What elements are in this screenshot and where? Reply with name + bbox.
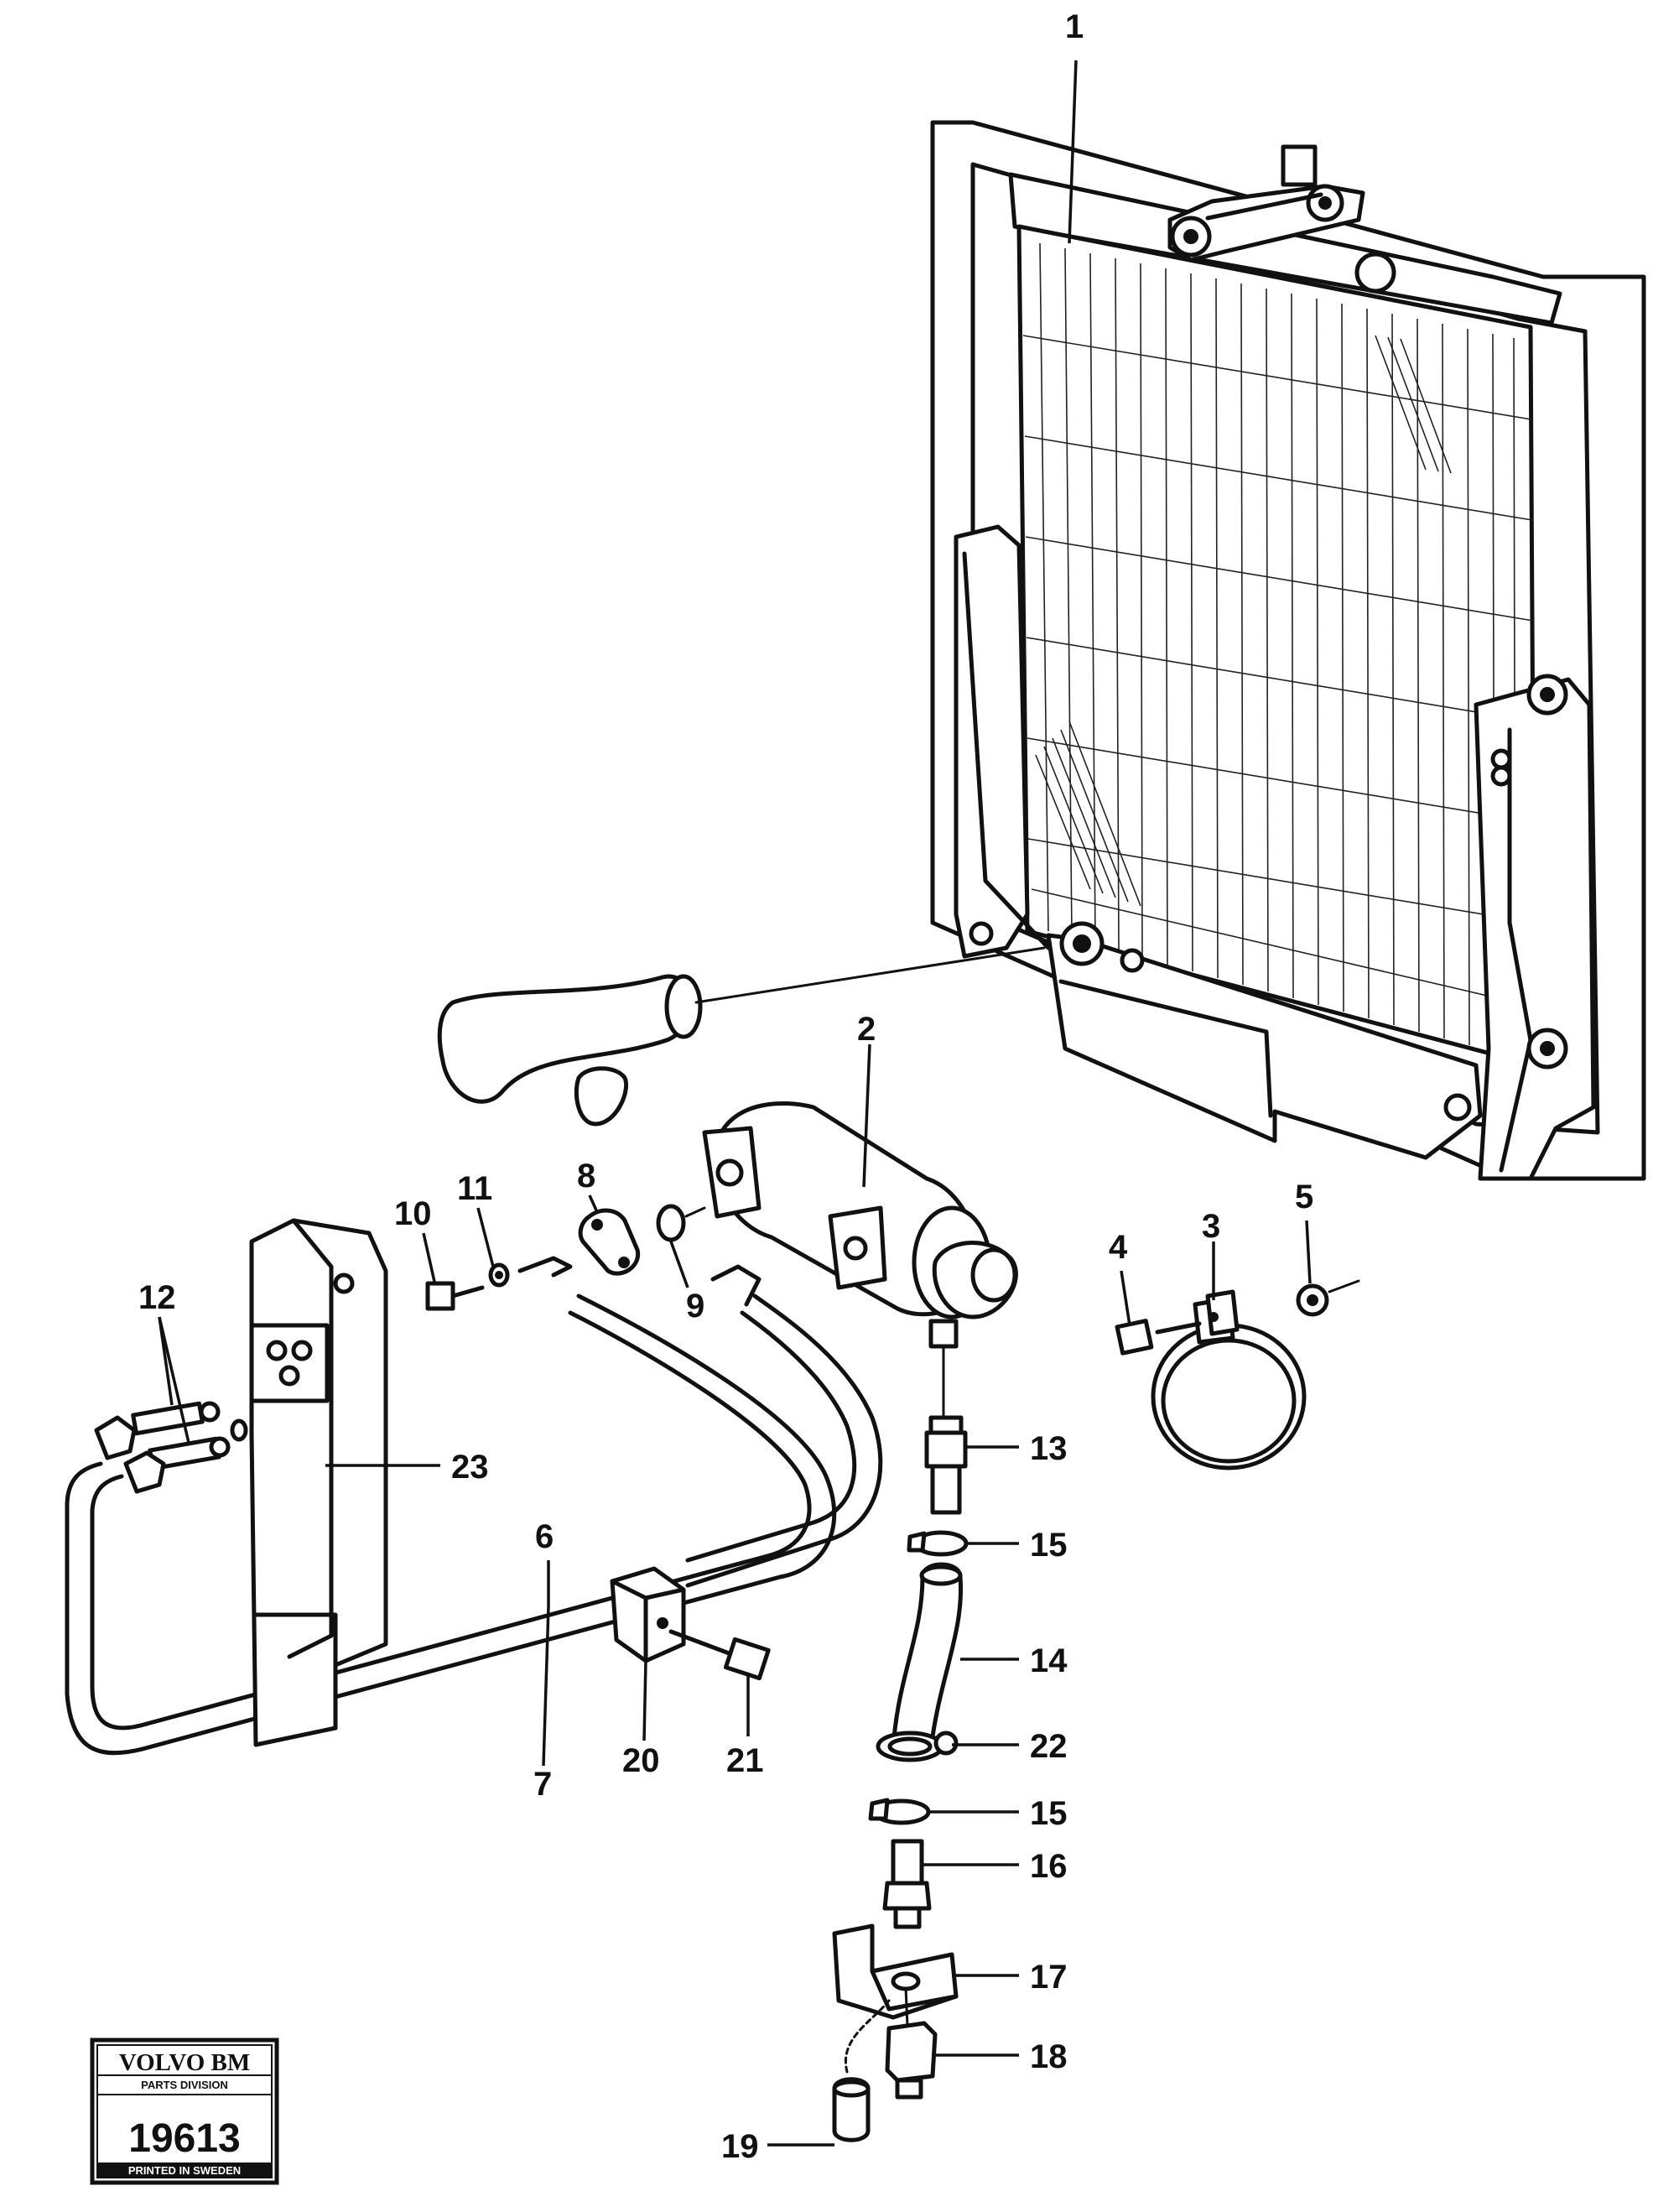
- callout-15-upper: 15: [1030, 1527, 1068, 1564]
- radiator-left-bracket: [954, 524, 1051, 959]
- hose-clip-15-upper: [907, 1530, 969, 1557]
- callout-23: 23: [451, 1449, 489, 1486]
- transmission-housing: [249, 1218, 388, 1747]
- callout-1: 1: [1065, 8, 1084, 45]
- callout-5: 5: [1295, 1179, 1313, 1215]
- leader-lines: [158, 60, 1312, 2147]
- radiator-assembly: [930, 120, 1646, 1181]
- volvo-bm-parts-plate: VOLVO BM PARTS DIVISION 19613 PRINTED IN…: [90, 2038, 279, 2185]
- plate-number: 19613: [128, 2116, 240, 2161]
- callout-8: 8: [577, 1158, 595, 1194]
- callout-17: 17: [1030, 1959, 1068, 1996]
- callout-labels: 1 2 3 4 5 6 7 8 9 10 11 12 13 14 15 15 1…: [138, 8, 1313, 2165]
- hose-nipples: [94, 1401, 248, 1494]
- pipe-clamp-block: [610, 1566, 686, 1663]
- oil-cooler: [702, 1101, 1018, 1419]
- washer-11: [488, 1262, 510, 1288]
- hose-clamp: [1115, 1279, 1360, 1470]
- callout-16: 16: [1030, 1848, 1068, 1885]
- callout-13: 13: [1030, 1430, 1068, 1467]
- callout-19: 19: [721, 2128, 759, 2165]
- radiator-bottom-tank: [1046, 921, 1483, 1160]
- callout-14: 14: [1030, 1642, 1068, 1679]
- plate-printed: PRINTED IN SWEDEN: [128, 2164, 241, 2177]
- drain-plug-18: [885, 2021, 938, 2100]
- radiator-core-shading: [1035, 335, 1452, 907]
- drain-nipple-16: [882, 1839, 932, 1929]
- upper-hose: [437, 946, 1046, 1127]
- callout-15-lower: 15: [1030, 1795, 1068, 1832]
- radiator-right-support-bracket: [1474, 674, 1596, 1181]
- callout-12: 12: [138, 1279, 176, 1316]
- radiator-cap-bracket: [1167, 144, 1396, 294]
- clamp-bolt-21: [668, 1629, 771, 1681]
- callout-22: 22: [1030, 1728, 1068, 1765]
- drain-hose-14: [891, 1562, 964, 1751]
- callout-3: 3: [1202, 1208, 1220, 1245]
- callout-10: 10: [394, 1195, 432, 1232]
- callout-7: 7: [533, 1766, 552, 1803]
- callout-6: 6: [535, 1518, 554, 1555]
- plate-division: PARTS DIVISION: [141, 2079, 228, 2091]
- plate-brand: VOLVO BM: [119, 2049, 250, 2076]
- callout-4: 4: [1109, 1229, 1128, 1266]
- callout-18: 18: [1030, 2038, 1068, 2075]
- radiator-core-hatching: [1022, 242, 1535, 1059]
- callout-21: 21: [726, 1742, 764, 1779]
- drain-bracket-17: [832, 1923, 959, 2027]
- callout-11: 11: [457, 1170, 492, 1207]
- callout-20: 20: [622, 1742, 660, 1779]
- o-ring: [656, 1204, 706, 1242]
- hose-clip-22: [876, 1731, 959, 1762]
- bolt-10: [425, 1281, 485, 1311]
- callout-9: 9: [686, 1288, 704, 1325]
- hose-clip-15-lower: [868, 1798, 931, 1825]
- flange-plate: [578, 1208, 641, 1276]
- drain-cap-19: [832, 1999, 891, 2142]
- callout-2: 2: [857, 1011, 876, 1048]
- drain-nipple-13: [924, 1415, 968, 1515]
- oil-pipes: [65, 1256, 883, 1756]
